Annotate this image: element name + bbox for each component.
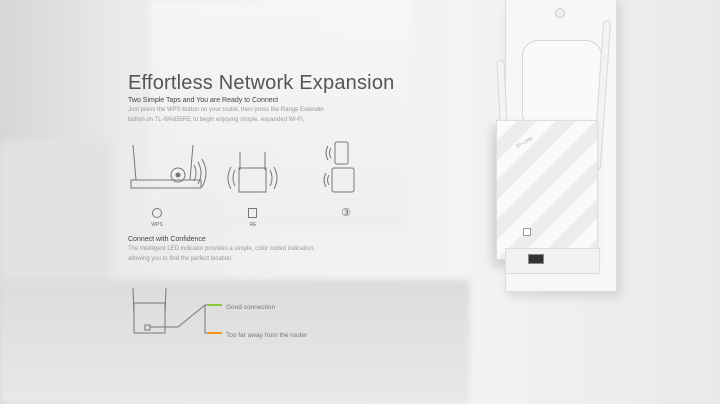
section1-heading: Two Simple Taps and You are Ready to Con…	[128, 97, 279, 104]
devices-icon	[323, 141, 355, 193]
extender-base	[505, 248, 600, 274]
ethernet-port	[528, 254, 544, 264]
section2-body-line1: The Intelligent LED indicator provides a…	[128, 246, 315, 252]
background-sofa	[0, 140, 110, 290]
legend-swatch-far	[208, 332, 222, 334]
step-3-icon: ③	[341, 207, 351, 219]
range-extender	[496, 120, 598, 260]
page-title: Effortless Network Expansion	[128, 72, 395, 94]
power-outlet	[522, 40, 602, 130]
router-icon	[130, 144, 207, 189]
re-button-icon	[248, 208, 257, 218]
legend-too-far: Too far away from the router	[226, 332, 308, 339]
section1-body-line1: Just press the WPS button on your router…	[128, 107, 325, 113]
step-label-re: RE	[249, 222, 257, 228]
led-diagram-icon	[132, 287, 212, 334]
led-indicator	[523, 228, 531, 236]
wps-icon	[152, 208, 162, 218]
legend-good-connection: Good connection	[226, 304, 276, 311]
extender-icon	[227, 152, 278, 193]
step-label-wps: WPS	[151, 222, 163, 228]
section1-body-line2: button on TL-WA855RE to begin enjoying s…	[128, 117, 305, 123]
section2-heading: Connect with Confidence	[128, 236, 206, 243]
legend-swatch-good	[208, 304, 222, 306]
background-floor	[0, 280, 470, 404]
screw	[555, 8, 565, 18]
background-window	[150, 0, 410, 230]
section2-body-line2: allowing you to find the perfect locatio…	[128, 256, 234, 262]
